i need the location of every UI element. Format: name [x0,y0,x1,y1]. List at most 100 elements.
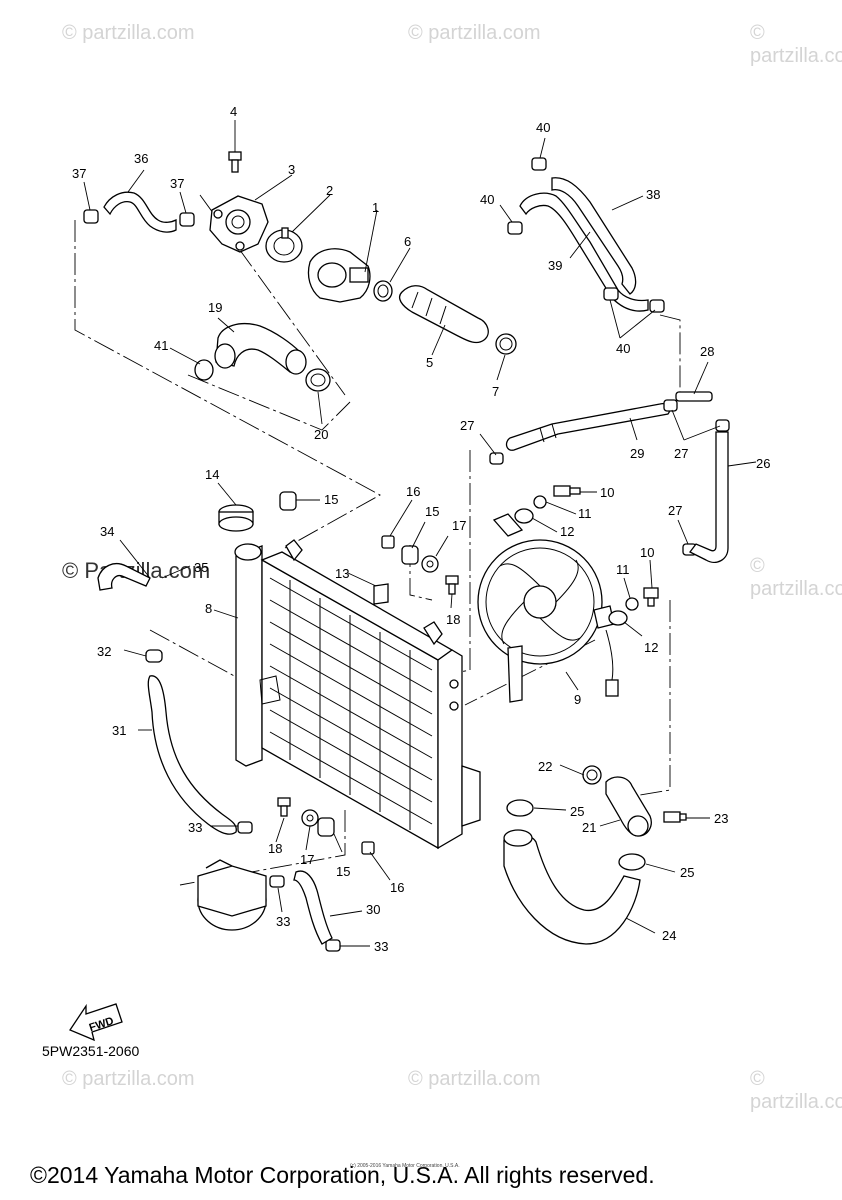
watermark: © partzilla.com [62,22,195,44]
callout-4: 4 [230,104,237,119]
grommet-15-bottom [317,817,335,837]
grommet-15-mid [401,545,419,565]
callout-34: 34 [100,524,114,539]
callout-2: 2 [326,183,333,198]
callout-28: 28 [700,344,714,359]
pipe-29 [505,403,671,451]
callout-25-bottom: 25 [680,865,694,880]
callout-27-left: 27 [460,418,474,433]
hose-31 [147,675,237,835]
callout-41: 41 [154,338,168,353]
callout-22: 22 [538,759,552,774]
callout-39: 39 [548,258,562,273]
watermark: © partzilla.com [408,1068,541,1090]
callout-21: 21 [582,820,596,835]
watermark: © partzilla.com [750,22,842,67]
callout-25-top: 25 [570,804,584,819]
thermostat-2 [265,227,303,263]
clamp-33-left [237,821,253,834]
clamp-27-top-right [715,419,730,432]
callout-5: 5 [426,355,433,370]
clamp-25-bottom [618,853,646,871]
clamp-20 [305,368,331,392]
callout-29: 29 [630,446,644,461]
callout-11-right: 11 [616,562,630,577]
clamp-40-bottom-a [603,287,619,301]
callout-12-top: 12 [560,524,574,539]
callout-6: 6 [404,234,411,249]
callout-33-mid: 33 [276,914,290,929]
callout-3: 3 [288,162,295,177]
callout-18-top: 18 [446,612,460,627]
callout-13: 13 [335,566,349,581]
hose-38 [551,177,637,295]
callout-10-top: 10 [600,485,614,500]
copyright-footer: ©2014 Yamaha Motor Corporation, U.S.A. A… [30,1162,655,1188]
callout-8: 8 [205,601,212,616]
pipe-21 [605,776,652,837]
small-copyright: (c) 2005-2016 Yamaha Motor Corporation, … [350,1163,460,1169]
grommet-12-top [514,508,534,524]
clamp-40-top [531,157,547,171]
clamp-25-top [506,799,534,817]
callout-20: 20 [314,427,328,442]
callout-26: 26 [756,456,770,471]
o-ring-22 [582,765,602,785]
hose-19 [214,323,307,375]
clamp-33-bottom [325,939,341,952]
hose-36 [103,191,177,233]
washer-11-top [533,495,547,509]
callout-40-bottom: 40 [616,341,630,356]
callout-15-bottom: 15 [336,864,350,879]
hose-26 [689,431,729,563]
clamp-27-mid [663,399,678,412]
callout-7: 7 [492,384,499,399]
watermark: © partzilla.com [750,1068,842,1113]
clamp-40-left [507,221,523,235]
callout-31: 31 [112,723,126,738]
hose-30 [293,870,333,945]
callout-15-top: 15 [324,492,338,507]
callout-23: 23 [714,811,728,826]
callout-32: 32 [97,644,111,659]
collar-16-top [381,535,395,549]
bolt-18-top [445,575,459,595]
callout-27-mid: 27 [674,446,688,461]
bracket-13 [373,583,389,605]
radiator-8 [234,539,481,850]
bolt-4 [228,151,242,173]
hose-34 [97,563,151,591]
callout-16-bottom: 16 [390,880,404,895]
washer-17-bottom [301,809,319,827]
callout-11-top: 11 [578,506,592,521]
hose-5 [398,285,489,344]
diagram-code: 5PW2351-2060 [42,1043,140,1059]
callout-16-top: 16 [406,484,420,499]
bolt-10-top [553,485,581,497]
callout-17-top: 17 [452,518,466,533]
callout-18-bottom: 18 [268,841,282,856]
clamp-33-mid [269,875,285,888]
washer-17-top [421,555,439,573]
radiator-cap-14 [218,504,254,532]
callout-14: 14 [205,467,219,482]
grommet-12-right [608,610,628,626]
callout-10-right: 10 [640,545,654,560]
leader-lines [83,120,757,947]
thermostat-cover-3 [209,195,269,253]
callout-33-bottom: 33 [374,939,388,954]
callout-1: 1 [372,200,379,215]
callout-24: 24 [662,928,676,943]
hose-39 [519,192,649,312]
fwd-arrow: FWD [69,1003,123,1042]
callout-17-bottom: 17 [300,852,314,867]
callout-40-top: 40 [536,120,550,135]
grommet-15-top [279,491,297,511]
clamp-41 [194,359,214,381]
callout-33-left: 33 [188,820,202,835]
callout-27-right: 27 [668,503,682,518]
collar-16-bottom [361,841,375,855]
hose-24 [503,829,641,945]
clamp-6 [373,280,393,302]
